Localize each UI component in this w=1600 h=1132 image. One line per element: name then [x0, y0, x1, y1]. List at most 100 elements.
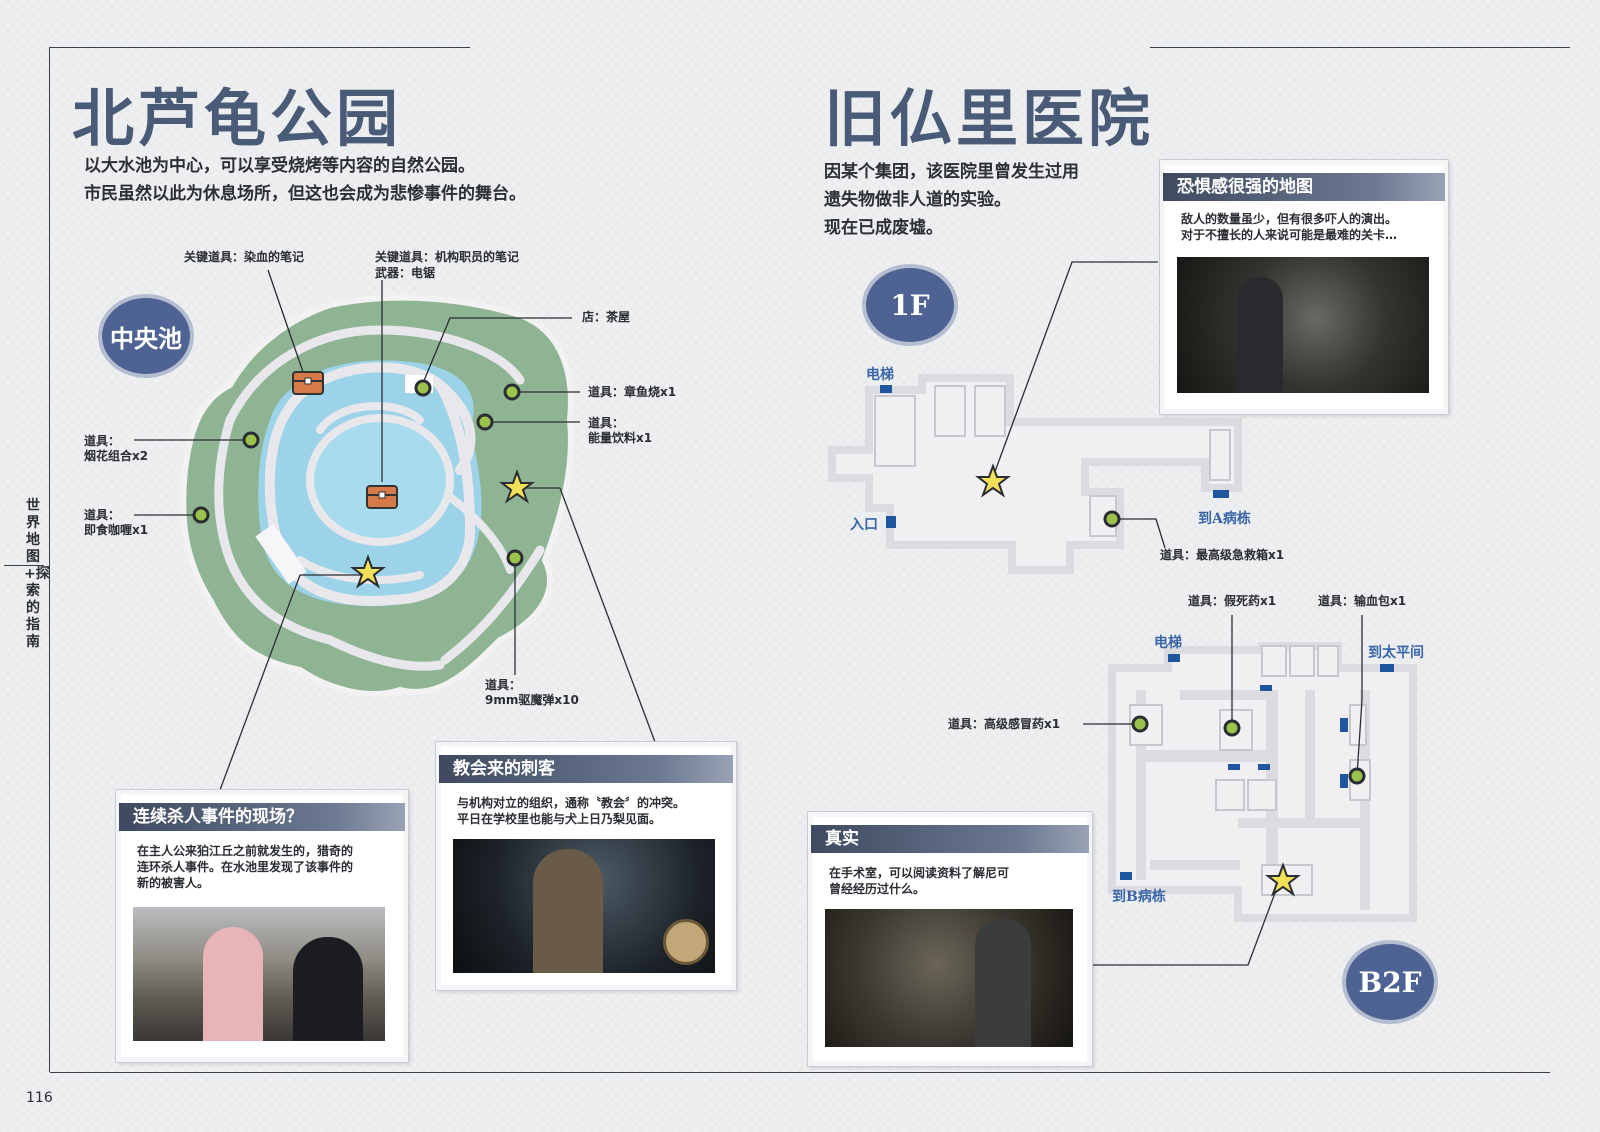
card-truth-line-2: 曾经经历过什么。 [829, 882, 926, 896]
park-path-ring [264, 362, 476, 606]
label-item-cold-medicine: 道具：高级感冒药x1 [948, 717, 1061, 731]
item-dot-icon [192, 506, 210, 524]
floor-b2f-badge: B2F [1346, 944, 1434, 1020]
item-dot-icon [476, 413, 494, 431]
screenshot-church-scene [453, 839, 715, 973]
card-truth-title: 真实 [811, 825, 1089, 853]
hospital-1f-leaders [992, 261, 1166, 549]
item-dot-icon [1103, 510, 1121, 528]
item-dot-icon [503, 383, 521, 401]
label-item-ammo: 道具： 9mm驱魔弹x10 [485, 678, 579, 708]
hospital-b2f-map [1108, 642, 1417, 922]
door-marker [1340, 774, 1348, 788]
chest-icon [366, 485, 398, 509]
door-marker [1213, 490, 1229, 498]
door-marker [1168, 654, 1180, 662]
hospital-desc-line-1: 因某个集团，该医院里曾发生过用 [824, 162, 1079, 182]
card-church-assassin-line-1: 与机构对立的组织，通称〝教会〞的冲突。 [457, 796, 686, 810]
door-marker [1120, 872, 1132, 880]
park-title: 北芦龟公园 [72, 82, 403, 155]
item-dot-icon [1348, 767, 1366, 785]
label-shop-teahouse: 店：茶屋 [582, 310, 631, 324]
label-key-item-staff-note: 关键道具：机构职员的笔记 [375, 250, 520, 264]
card-serial-murder-line-2: 连环杀人事件。在水池里发现了该事件的 [137, 860, 354, 874]
character-figure [975, 919, 1031, 1047]
star-icon [499, 469, 535, 504]
star-icon [975, 463, 1011, 498]
hospital-1f-floor [828, 374, 1242, 574]
screenshot-park-scene [133, 907, 385, 1041]
label-item-energy-line-2: 能量饮料x1 [588, 431, 653, 445]
card-serial-murder-line-1: 在主人公来狛江丘之前就发生的，猎奇的 [137, 844, 354, 858]
card-church-assassin-title: 教会来的刺客 [439, 755, 733, 783]
park-desc-line-2: 市民虽然以此为休息场所，但这也会成为悲惨事件的舞台。 [84, 184, 526, 204]
star-icon [1265, 862, 1301, 897]
character-figure [293, 937, 363, 1041]
top-rule-left [50, 47, 470, 48]
item-dot-icon [242, 431, 260, 449]
card-church-assassin: 教会来的刺客 与机构对立的组织，通称〝教会〞的冲突。 平日在学校里也能与犬上日乃… [436, 742, 736, 990]
bottom-rule [50, 1072, 1550, 1073]
label-item-first-aid: 道具：最高级急救箱x1 [1160, 548, 1285, 562]
character-figure [203, 927, 263, 1041]
label-item-energy-drink: 道具： 能量饮料x1 [588, 416, 652, 446]
item-dot-icon [506, 549, 524, 567]
label-item-ammo-line-1: 道具： [485, 678, 522, 692]
character-figure [533, 849, 603, 973]
park-markers [192, 371, 535, 589]
card-truth: 真实 在手术室，可以阅读资料了解尼可 曾经经历过什么。 [808, 812, 1092, 1066]
label-elevator-1f: 电梯 [866, 367, 894, 383]
park-leader-lines [134, 269, 656, 791]
park-description: 以大水池为中心，可以享受烧烤等内容的自然公园。 市民虽然以此为休息场所，但这也会… [84, 152, 526, 208]
park-pier [255, 523, 307, 585]
star-icon [350, 554, 386, 589]
label-elevator-b2f: 电梯 [1154, 635, 1182, 651]
door-marker [1228, 764, 1240, 770]
card-horror-map: 恐惧感很强的地图 敌人的数量虽少，但有很多吓人的演出。 对于不擅长的人来说可能是… [1160, 160, 1448, 414]
label-item-blood-pack: 道具：输血包x1 [1318, 594, 1407, 608]
item-dot-icon [1223, 719, 1241, 737]
hospital-1f-map [828, 374, 1242, 574]
label-weapon-chainsaw: 武器：电锯 [375, 266, 436, 280]
card-horror-map-text: 敌人的数量虽少，但有很多吓人的演出。 对于不擅长的人来说可能是最难的关卡… [1181, 211, 1431, 243]
screenshot-operating-room [825, 909, 1073, 1047]
door-marker [1340, 718, 1348, 732]
card-horror-map-title: 恐惧感很强的地图 [1163, 173, 1445, 201]
door-marker [880, 385, 892, 393]
label-item-energy-line-1: 道具： [588, 416, 625, 430]
screenshot-hospital-corridor [1177, 257, 1429, 393]
central-pond-badge: 中央池 [102, 298, 190, 374]
label-item-takoyaki: 道具：章鱼烧x1 [588, 385, 677, 399]
door-marker [1380, 664, 1394, 672]
card-horror-map-line-2: 对于不擅长的人来说可能是最难的关卡… [1181, 228, 1398, 242]
card-serial-murder: 连续杀人事件的现场？ 在主人公来狛江丘之前就发生的，猎奇的 连环杀人事件。在水池… [116, 790, 408, 1062]
door-marker [1258, 764, 1270, 770]
label-item-curry-line-1: 道具： [84, 508, 121, 522]
door-marker [886, 516, 896, 528]
label-item-fireworks-line-2: 烟花组合x2 [84, 449, 149, 463]
hospital-title: 旧仏里医院 [824, 82, 1155, 155]
door-marker [1260, 685, 1272, 691]
park-path-outer [214, 325, 545, 671]
card-truth-text: 在手术室，可以阅读资料了解尼可 曾经经历过什么。 [829, 865, 1075, 897]
page-number: 116 [26, 1090, 53, 1106]
character-figure [1237, 277, 1283, 393]
clock-icon [663, 919, 709, 965]
label-entrance: 入口 [850, 517, 878, 533]
card-serial-murder-line-3: 新的被害人。 [137, 876, 210, 890]
label-item-fireworks-line-1: 道具： [84, 434, 121, 448]
left-rule [49, 47, 50, 1072]
label-to-morgue: 到太平间 [1368, 645, 1424, 661]
card-truth-line-1: 在手术室，可以阅读资料了解尼可 [829, 866, 1010, 880]
label-key-item-bloody-note: 关键道具：染血的笔记 [184, 250, 305, 264]
chest-icon [292, 371, 324, 395]
top-rule-right [1150, 47, 1570, 48]
card-serial-murder-title: 连续杀人事件的现场？ [119, 803, 405, 831]
side-rule [4, 565, 44, 566]
hospital-desc-line-2: 遗失物做非人道的实验。 [824, 190, 1011, 210]
hospital-desc-line-3: 现在已成废墟。 [824, 218, 943, 238]
hospital-b2f-leaders [1083, 615, 1363, 966]
card-church-assassin-text: 与机构对立的组织，通称〝教会〞的冲突。 平日在学校里也能与犬上日乃梨见面。 [457, 795, 719, 827]
item-dot-icon [414, 379, 432, 397]
